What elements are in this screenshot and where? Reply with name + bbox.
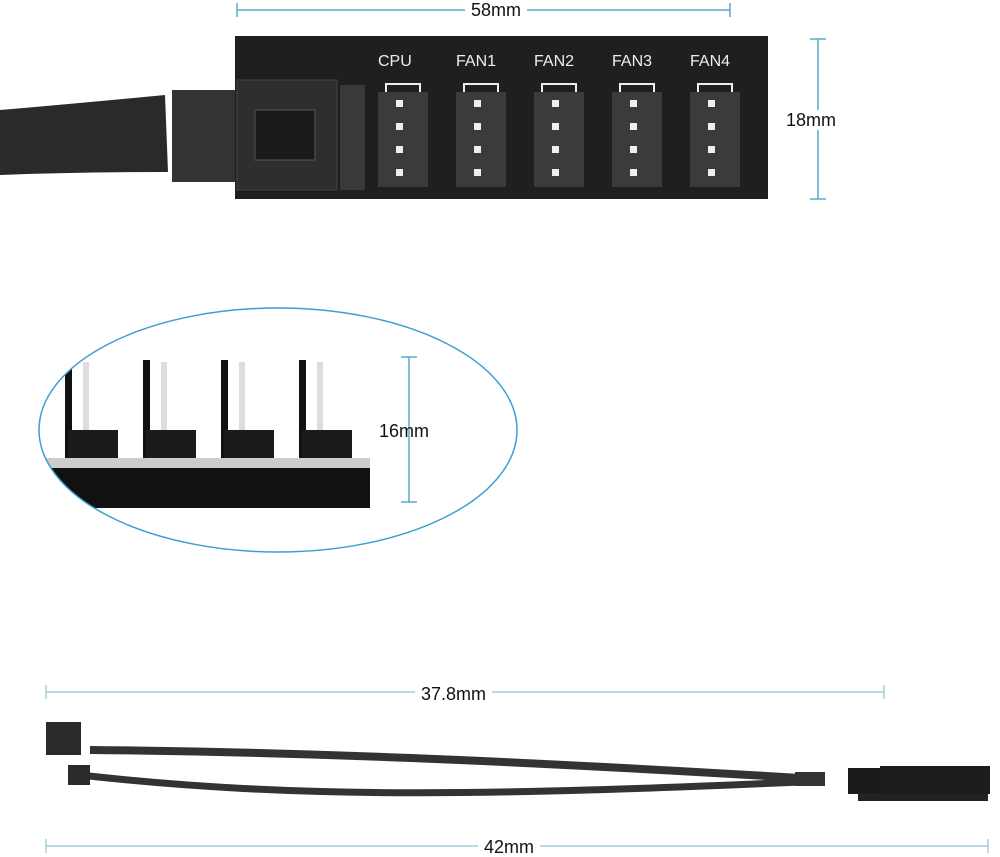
header-label: FAN3 [612,53,653,70]
header-pin [221,360,274,458]
header-pin [65,360,118,458]
board-width-label: 58mm [465,0,528,20]
pin-height-callout [38,307,518,553]
molex-connector [46,722,81,755]
pin-height-label: 16mm [379,421,430,441]
header-label: FAN2 [534,53,575,70]
fan-header [534,83,584,187]
header-label: FAN1 [456,53,497,70]
fan-header [690,83,740,187]
cable-long-label: 42mm [478,837,541,857]
fan-headers [378,83,740,187]
header-label: CPU [378,53,412,70]
header-pin [143,360,196,458]
fan-header [456,83,506,187]
cable-short-label: 37.8mm [415,684,493,704]
main-cable [0,90,237,182]
fan-header [612,83,662,187]
cable-assembly [46,722,990,801]
fan-header [378,83,428,187]
board-height-label: 18mm [780,110,843,130]
fan-connector [68,765,90,785]
header-label: FAN4 [690,53,731,70]
header-pin [299,360,352,458]
